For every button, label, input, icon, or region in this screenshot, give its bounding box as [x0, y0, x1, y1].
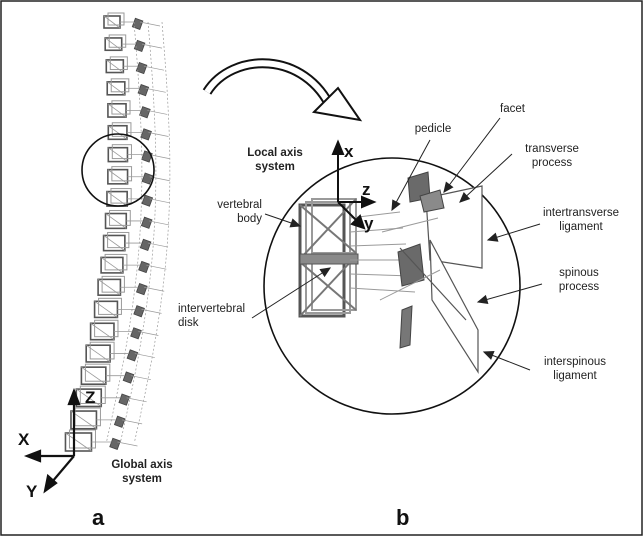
vertebral-body-label: vertebral body: [196, 198, 262, 226]
vertebra-segment: [104, 232, 168, 250]
transverse-process-label: transverse process: [512, 142, 592, 170]
vertebral-body-upper: [300, 199, 356, 259]
local-axis-system-label: Local axis system: [240, 146, 310, 174]
vertebra-segment: [104, 13, 160, 29]
vertebra-segment: [71, 408, 142, 429]
panel-a-letter: a: [92, 505, 104, 531]
vertebra-segment: [105, 35, 162, 52]
global-axis-y-label: Y: [26, 482, 37, 502]
vertebra-segment: [107, 79, 166, 96]
vertebra-segment: [95, 298, 162, 317]
pedicle-label: pedicle: [403, 122, 463, 136]
local-axis-z-label: z: [362, 180, 371, 200]
vertebral-body-leader: [265, 214, 300, 227]
vertebra-segment: [106, 211, 170, 229]
global-axis-arrows: [27, 391, 79, 491]
pedicle-strut: [350, 288, 415, 292]
intervertebral-disk-label: intervertebral disk: [178, 302, 245, 330]
vertebra-segment: [108, 167, 170, 185]
local-axis-x-label: x: [344, 142, 353, 162]
vertebra-segment: [108, 123, 168, 140]
spinous-process-label: spinous process: [544, 266, 614, 294]
vertebra-segment: [107, 189, 170, 207]
vertebra-segment: [106, 57, 164, 74]
global-axis-z-label: Z: [85, 388, 95, 408]
intervertebral-disk: [300, 254, 358, 264]
vertebra-segment: [91, 320, 159, 339]
vertebral-body-lower: [300, 256, 356, 316]
curved-arrow: [207, 63, 360, 120]
vertebra-segment: [65, 430, 137, 451]
panel-b-letter: b: [396, 505, 409, 531]
vertebra-segment: [81, 364, 150, 384]
spine-column: [65, 13, 169, 451]
global-axis-x-label: X: [18, 430, 29, 450]
interspinous-ligament-label: interspinous ligament: [530, 355, 620, 383]
facet-bottom: [400, 306, 412, 348]
vertebra-segment: [108, 101, 167, 118]
ligament-line: [135, 22, 170, 442]
facet-label: facet: [500, 102, 525, 116]
spinous-process-leader: [478, 284, 542, 303]
vertebra-segment: [108, 145, 169, 162]
vertebra-segment: [86, 342, 155, 362]
global-axis-system-label: Global axis system: [102, 458, 182, 486]
vertebra-segment: [98, 276, 164, 295]
intertransverse-ligament-label: intertransverse ligament: [534, 206, 628, 234]
local-axis-y-label: y: [364, 214, 373, 234]
pedicle-strut: [350, 244, 406, 246]
vertebra-segment: [101, 254, 166, 272]
intertransverse-ligament-leader: [488, 224, 540, 241]
